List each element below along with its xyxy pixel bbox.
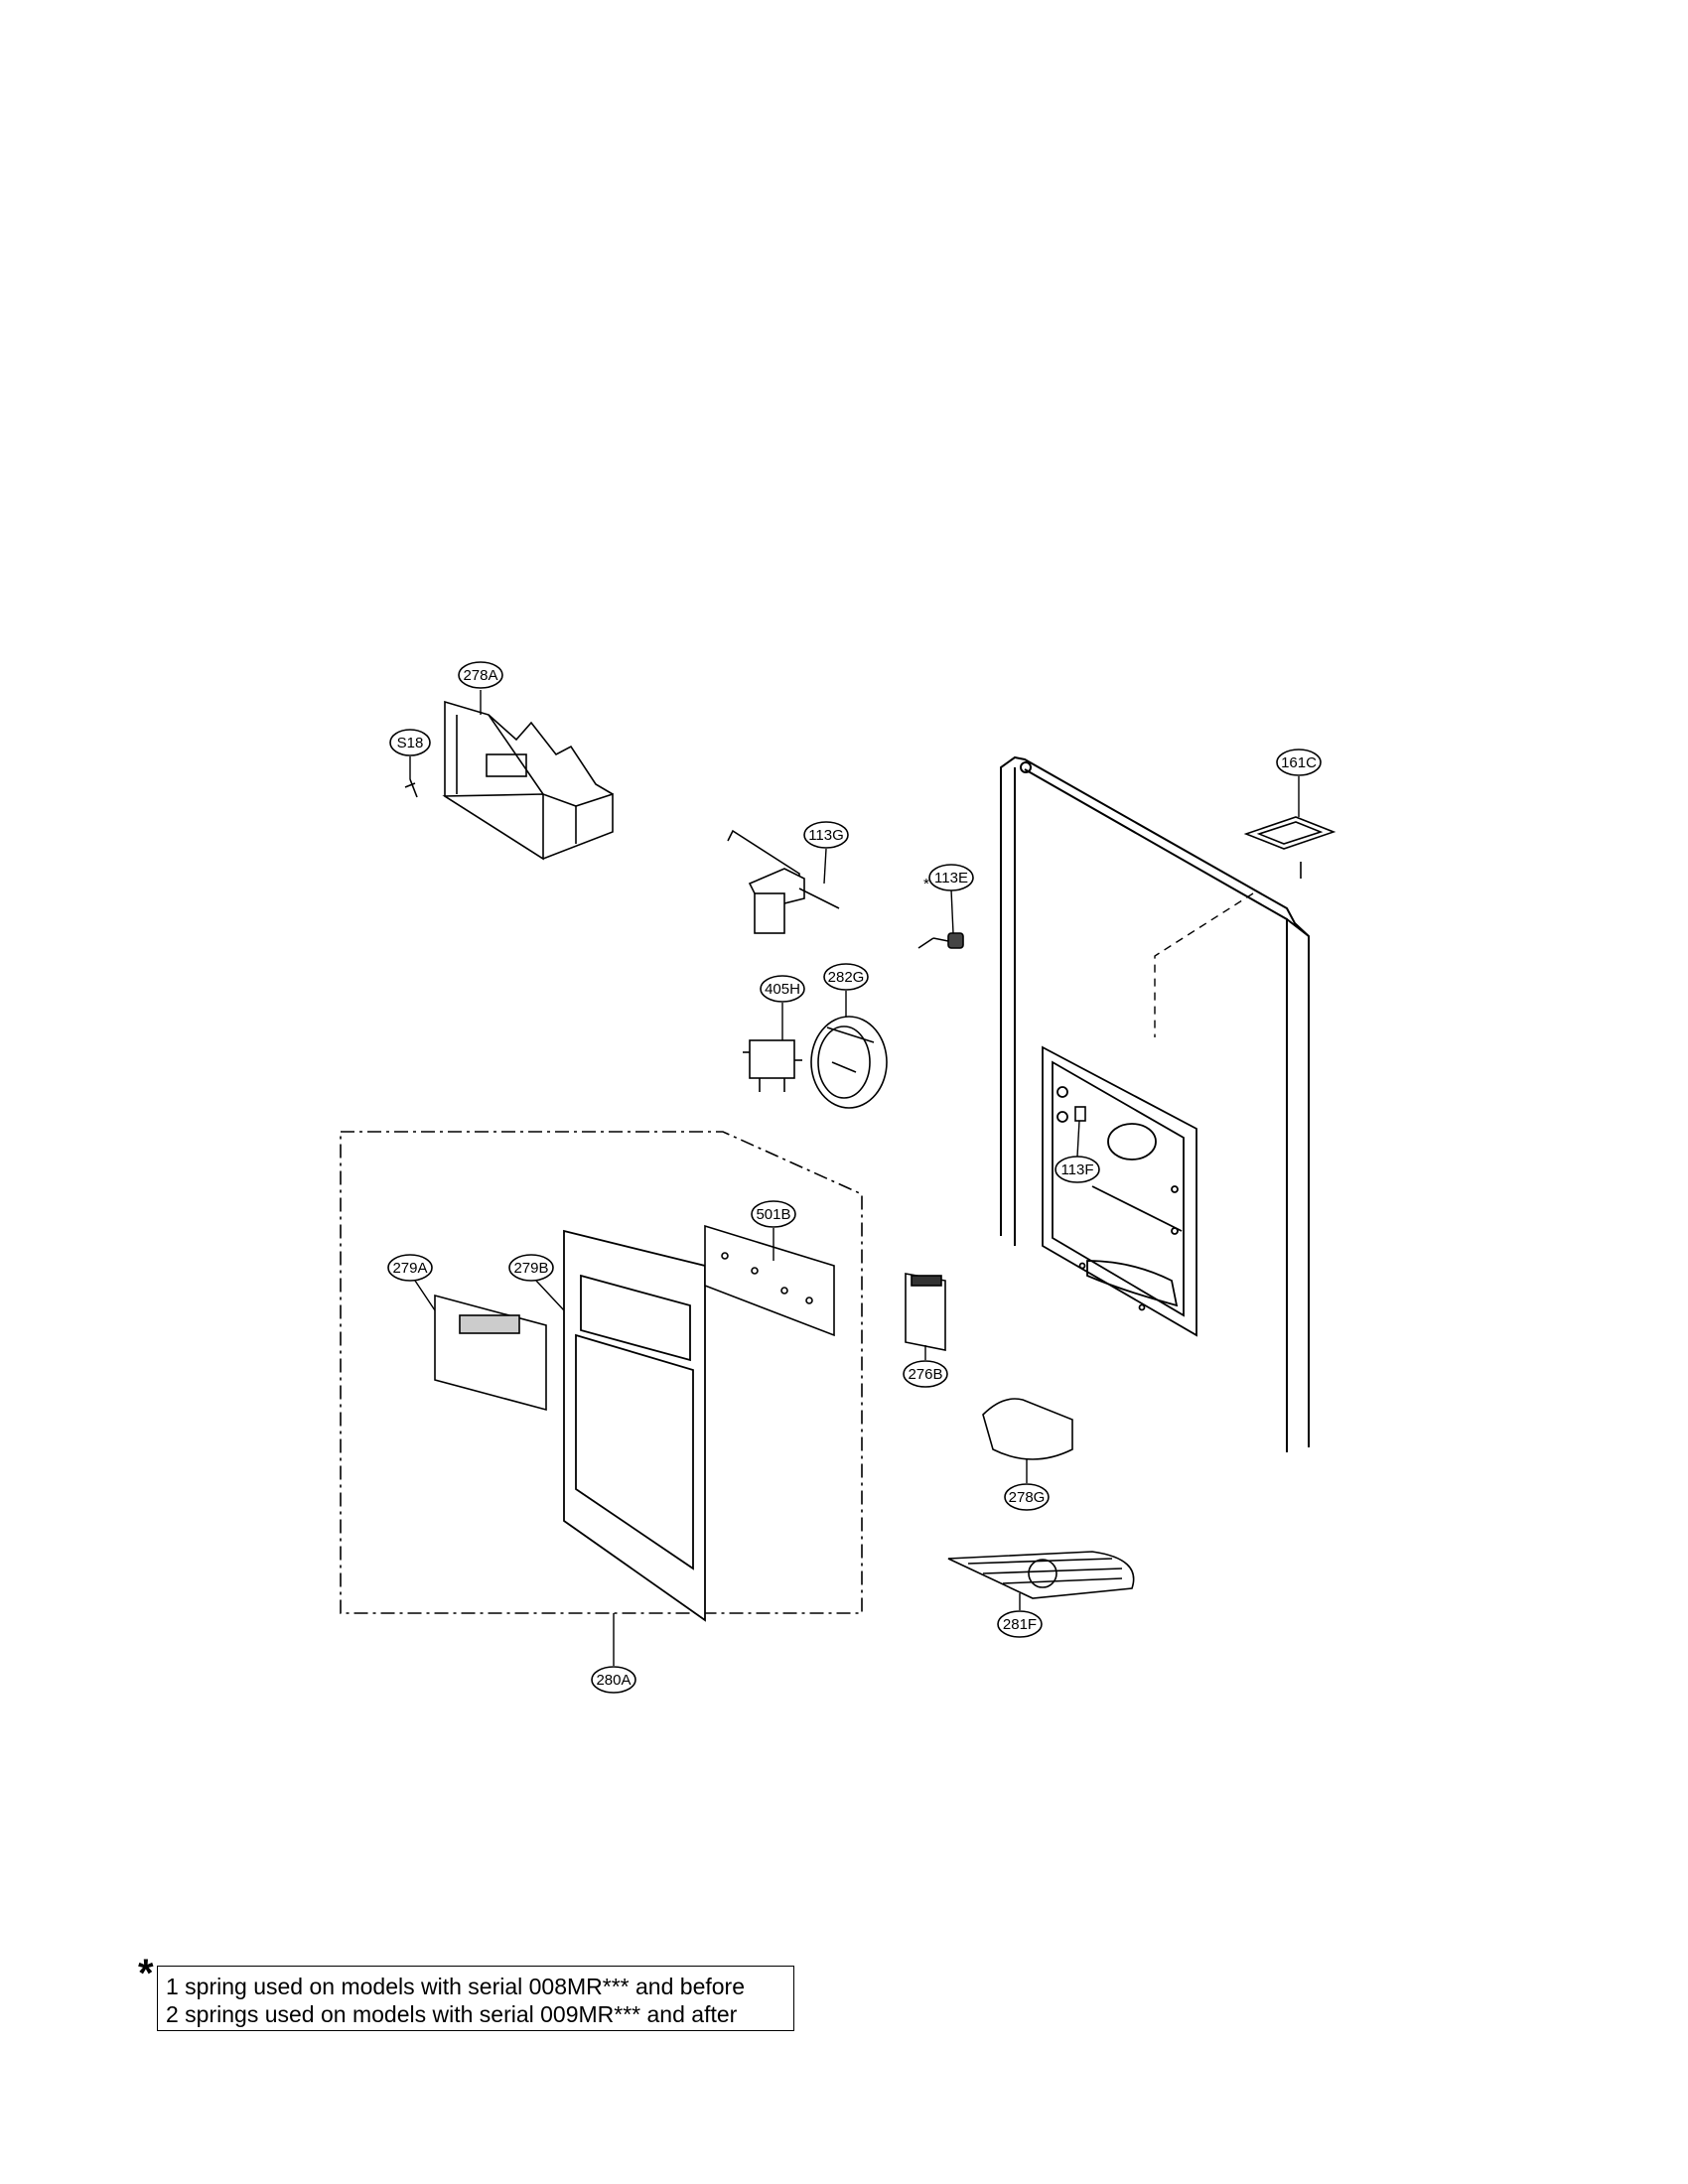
footnote-asterisk: * [138, 1952, 154, 1995]
callout-280a: 280A [591, 1666, 636, 1694]
callout-113e: * 113E [923, 864, 974, 892]
assembly-280a-boundary [340, 1131, 863, 1614]
svg-text:S18: S18 [397, 735, 424, 751]
callout-278g: 278G [1004, 1483, 1050, 1511]
footnote-line-2: 2 springs used on models with serial 009… [166, 2001, 738, 2027]
callout-281f: 281F [997, 1610, 1043, 1638]
part-405h-switch [743, 1039, 802, 1092]
footnote-line-1: 1 spring used on models with serial 008M… [166, 1974, 745, 1999]
part-door-panel [1000, 755, 1310, 1452]
svg-text:279A: 279A [392, 1260, 427, 1277]
svg-text:278A: 278A [463, 667, 497, 684]
svg-text:280A: 280A [596, 1672, 631, 1689]
svg-text:113G: 113G [808, 827, 844, 844]
part-279b-frame [563, 1229, 706, 1622]
callout-405h: 405H [760, 975, 805, 1003]
part-s18-screw [404, 778, 418, 798]
part-276b-filter [905, 1273, 946, 1351]
svg-text:*: * [923, 876, 929, 892]
footnote-box: 1 spring used on models with serial 008M… [157, 1966, 794, 2031]
part-278a-housing-bracket [442, 700, 614, 861]
leader-lines [409, 690, 1300, 1666]
svg-text:282G: 282G [828, 969, 865, 986]
svg-text:278G: 278G [1009, 1489, 1046, 1506]
part-278g-chute [982, 1398, 1073, 1460]
part-dispenser-recess [1042, 1045, 1197, 1337]
part-281f-drip-tray [947, 1551, 1135, 1599]
svg-text:279B: 279B [513, 1260, 548, 1277]
callout-279a: 279A [387, 1254, 433, 1282]
callout-279b: 279B [508, 1254, 554, 1282]
svg-text:405H: 405H [765, 981, 800, 998]
svg-text:276B: 276B [908, 1366, 942, 1383]
svg-text:113F: 113F [1060, 1161, 1093, 1178]
svg-text:281F: 281F [1003, 1616, 1037, 1633]
callout-501b: 501B [751, 1200, 796, 1228]
svg-text:161C: 161C [1281, 754, 1317, 771]
callout-161c: 161C [1276, 749, 1322, 776]
callout-113g: 113G [803, 821, 849, 849]
part-113g-bracket [727, 829, 840, 934]
callout-113f: 113F [1055, 1156, 1100, 1183]
callout-278a: 278A [458, 661, 503, 689]
part-113e-spring [917, 932, 964, 949]
part-113f-switch [1074, 1106, 1086, 1122]
part-282g-cover [810, 1016, 888, 1109]
callout-s18: S18 [389, 729, 431, 756]
callout-282g: 282G [823, 963, 869, 991]
svg-text:113E: 113E [934, 870, 968, 887]
part-161c-gasket [1243, 816, 1336, 879]
part-501b-control-board [704, 1224, 835, 1337]
part-279a-decal [434, 1294, 547, 1412]
svg-text:501B: 501B [756, 1206, 790, 1223]
callout-276b: 276B [903, 1360, 948, 1388]
